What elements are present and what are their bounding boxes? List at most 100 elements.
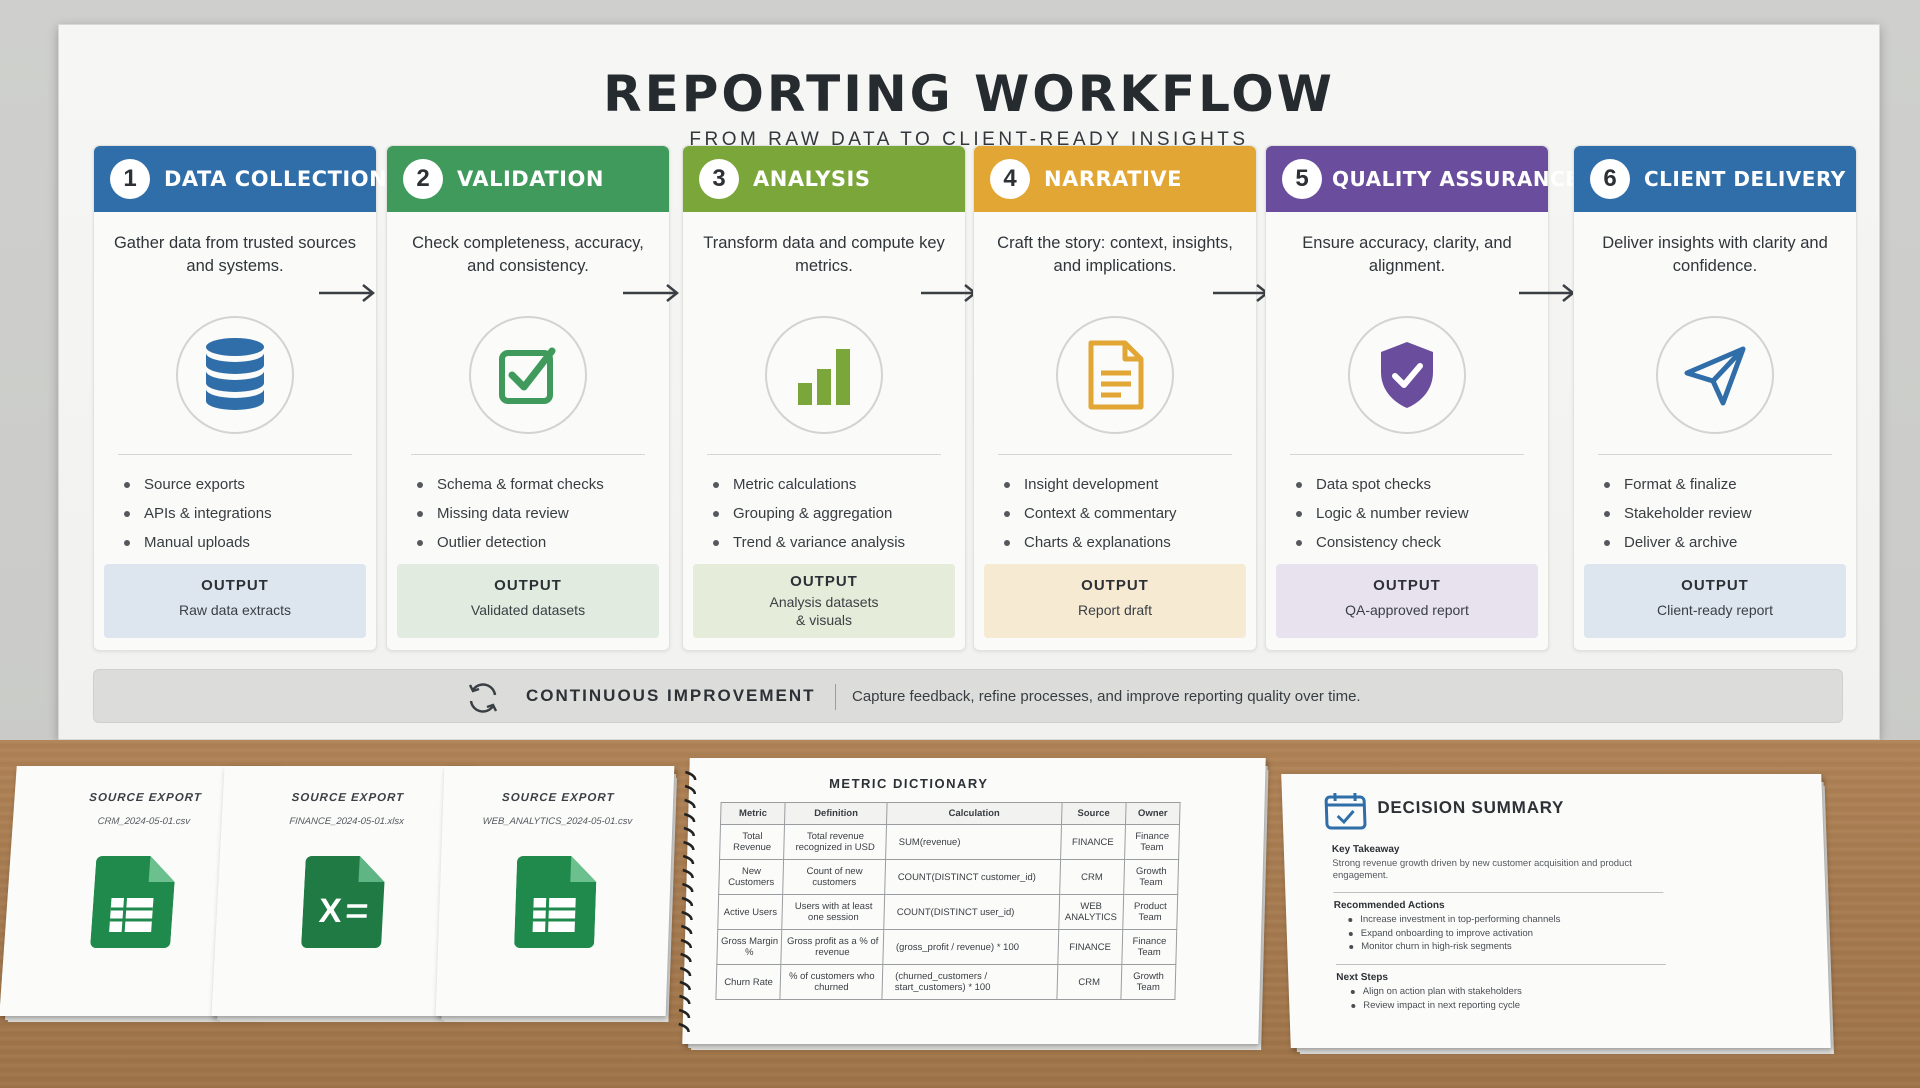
improvement-text: Capture feedback, refine processes, and … [852, 688, 1361, 705]
sheets-icon [514, 856, 597, 948]
actions-label: Recommended Actions [1333, 900, 1445, 911]
output-value: QA-approved report [1345, 602, 1469, 618]
stage-output-box: OUTPUT Client-ready report [1584, 564, 1846, 638]
source-export-sheet: SOURCE EXPORT CRM_2024-05-01.csv [0, 766, 279, 1016]
table-row: New Customers Count of new customers COU… [718, 859, 1179, 895]
bar-chart-icon [798, 349, 850, 405]
sheet-tag: SOURCE EXPORT [291, 792, 405, 804]
list-item: Missing data review [415, 499, 604, 528]
list-item: Schema & format checks [415, 470, 604, 499]
table-header-row: Metric Definition Calculation Source Own… [720, 802, 1181, 825]
table-cell: Growth Team [1123, 859, 1179, 895]
table-cell: CRM [1059, 859, 1125, 895]
table-cell: Active Users [717, 894, 784, 930]
list-item: Increase investment in top-performing ch… [1348, 914, 1561, 928]
checkbox-icon [499, 347, 556, 404]
table-cell: % of customers who churned [780, 964, 883, 1000]
list-item: Review impact in next reporting cycle [1351, 1000, 1522, 1014]
stage-data-collection: 1 DATA COLLECTION Gather data from trust… [93, 145, 387, 651]
arrow-right-icon [623, 284, 680, 302]
list-item: Format & finalize [1602, 470, 1752, 499]
table-cell: (gross_profit / revenue) * 100 [882, 929, 1059, 965]
table-cell: FINANCE [1060, 824, 1126, 860]
decision-title: DECISION SUMMARY [1377, 798, 1565, 817]
metric-dictionary-table: Metric Definition Calculation Source Own… [715, 802, 1181, 1000]
list-item: Monitor churn in high-risk segments [1349, 941, 1562, 955]
stage-title: DATA COLLECTION [164, 167, 388, 191]
stage-icon-circle [176, 316, 294, 434]
table-cell: Product Team [1122, 894, 1178, 930]
table-row: Total Revenue Total revenue recognized i… [719, 824, 1180, 860]
output-label: OUTPUT [790, 573, 858, 590]
list-item: Insight development [1002, 470, 1177, 499]
list-item: Trend & variance analysis [711, 528, 905, 557]
stage-title: VALIDATION [457, 167, 604, 191]
output-label: OUTPUT [1081, 577, 1149, 594]
arrow-right-icon [319, 284, 376, 302]
stage-number: 2 [403, 159, 443, 199]
stage-number: 5 [1282, 159, 1322, 199]
stage-description: Transform data and compute key metrics. [703, 234, 945, 275]
stage-icon-circle [1348, 316, 1466, 434]
column-header: Metric [720, 802, 786, 825]
dictionary-title: METRIC DICTIONARY [828, 776, 989, 791]
metric-dictionary-sheet: METRIC DICTIONARY Metric Definition Calc… [678, 758, 1266, 1044]
stage-bullets: Schema & format checks Missing data revi… [415, 470, 604, 586]
table-cell: Total Revenue [719, 824, 785, 860]
table-row: Churn Rate % of customers who churned (c… [715, 964, 1176, 1000]
table-cell: WEB ANALYTICS [1058, 894, 1124, 930]
table-cell: COUNT(DISTINCT customer_id) [884, 859, 1061, 895]
table-cell: CRM [1056, 964, 1122, 1000]
table-cell: Growth Team [1120, 964, 1176, 1000]
column-header: Owner [1125, 802, 1181, 825]
list-item: Context & commentary [1002, 499, 1177, 528]
stage-description: Ensure accuracy, clarity, and alignment. [1302, 234, 1512, 275]
table-cell: Gross profit as a % of revenue [781, 929, 884, 965]
table-cell: Finance Team [1124, 824, 1180, 860]
list-item: Logic & number review [1294, 499, 1469, 528]
page-title: REPORTING WORKFLOW [603, 65, 1335, 123]
source-export-sheet: SOURCE EXPORT WEB_ANALYTICS_2024-05-01.c… [435, 766, 675, 1016]
paper-plane-icon [1684, 346, 1746, 406]
table-cell: FINANCE [1057, 929, 1123, 965]
stage-icon-circle [1656, 316, 1774, 434]
stage-header: 2 VALIDATION [387, 146, 669, 212]
source-export-sheet: SOURCE EXPORT FINANCE_2024-05-01.xlsx X [211, 766, 475, 1016]
stage-header: 4 NARRATIVE [974, 146, 1256, 212]
column-header: Source [1061, 802, 1127, 825]
table-row: Active Users Users with at least one ses… [717, 894, 1178, 930]
column-header: Calculation [886, 802, 1062, 825]
next-steps-label: Next Steps [1336, 972, 1389, 983]
list-item: Source exports [122, 470, 272, 499]
list-item: Charts & explanations [1002, 528, 1177, 557]
stage-title: CLIENT DELIVERY [1644, 167, 1846, 191]
sheet-filename: FINANCE_2024-05-01.xlsx [289, 816, 405, 827]
column-header: Definition [784, 802, 888, 825]
continuous-improvement-bar: CONTINUOUS IMPROVEMENT Capture feedback,… [93, 669, 1843, 723]
stage-output-box: OUTPUT QA-approved report [1276, 564, 1538, 638]
database-icon [206, 338, 264, 410]
table-cell: SUM(revenue) [885, 824, 1062, 860]
stage-title: QUALITY ASSURANCE [1332, 167, 1580, 191]
stage-title: ANALYSIS [753, 167, 871, 191]
stage-narrative: 4 NARRATIVE Craft the story: context, in… [973, 145, 1257, 651]
divider [1335, 964, 1666, 965]
stage-output-box: OUTPUT Report draft [984, 564, 1246, 638]
divider [118, 454, 352, 455]
stage-output-box: OUTPUT Analysis datasets & visuals [693, 564, 955, 638]
output-value: Validated datasets [470, 602, 586, 618]
sheet-tag: SOURCE EXPORT [501, 792, 615, 804]
stage-header: 1 DATA COLLECTION [94, 146, 387, 212]
list-item: Grouping & aggregation [711, 499, 905, 528]
stage-number: 4 [990, 159, 1030, 199]
divider [707, 454, 941, 455]
stage-description: Deliver insights with clarity and confid… [1602, 234, 1828, 275]
list-item: APIs & integrations [122, 499, 272, 528]
stage-icon-circle [1056, 316, 1174, 434]
table-cell: Gross Margin % [716, 929, 783, 965]
stage-description: Check completeness, accuracy, and consis… [412, 234, 644, 275]
arrow-right-icon [1213, 284, 1270, 302]
shield-check-icon [1381, 342, 1433, 408]
stage-number: 1 [110, 159, 150, 199]
stage-title: NARRATIVE [1044, 167, 1183, 191]
